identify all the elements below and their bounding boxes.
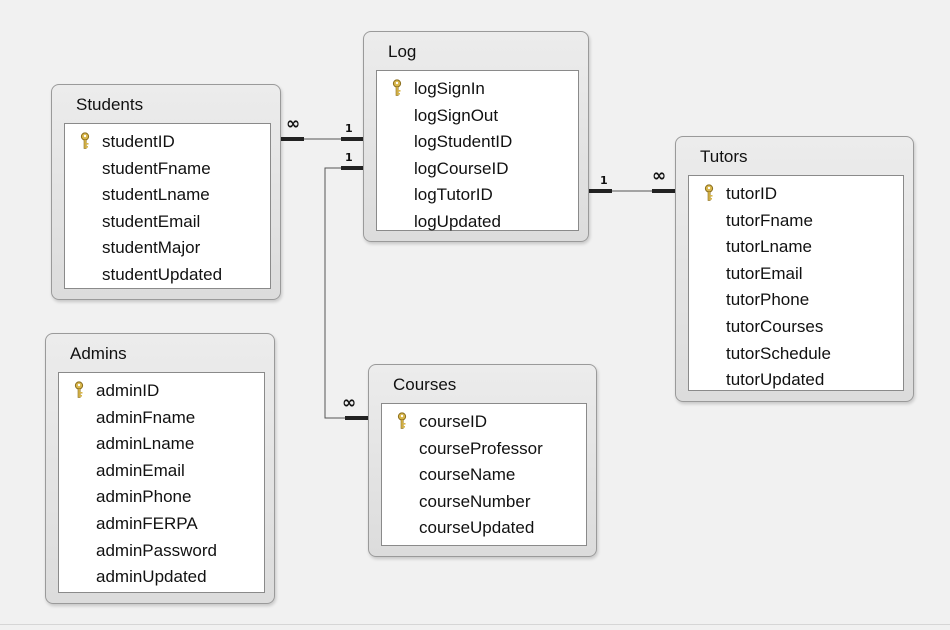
primary-key-icon	[74, 381, 84, 398]
field-name: tutorCourses	[726, 316, 824, 336]
field-row[interactable]: studentMajor	[65, 235, 270, 262]
field-name: adminUpdated	[96, 567, 207, 587]
field-name: logCourseID	[414, 158, 509, 178]
field-name: adminFname	[96, 407, 196, 427]
table-title: Students	[76, 95, 144, 114]
field-name: courseNumber	[419, 491, 531, 511]
field-row[interactable]: tutorUpdated	[689, 367, 903, 394]
field-name: studentFname	[102, 158, 211, 178]
table-tutors[interactable]: Tutors tutorID tutorFname tutorLname tut…	[675, 136, 914, 402]
field-row[interactable]: logTutorID	[377, 182, 578, 209]
field-row[interactable]: tutorCourses	[689, 314, 903, 341]
primary-key-icon	[704, 184, 714, 201]
field-list: adminID adminFname adminLname adminEmail…	[58, 372, 265, 593]
field-name: studentID	[102, 132, 175, 151]
relation-log-courses	[324, 167, 368, 419]
field-name: tutorID	[726, 184, 778, 203]
field-row[interactable]: studentLname	[65, 182, 270, 209]
field-name: courseID	[419, 412, 488, 431]
field-name: adminPhone	[96, 487, 192, 507]
table-title: Tutors	[700, 147, 748, 166]
primary-key-icon	[392, 79, 402, 96]
field-row[interactable]: tutorID	[689, 181, 903, 208]
field-row[interactable]: courseNumber	[382, 489, 586, 516]
field-row[interactable]: adminFERPA	[59, 511, 264, 538]
cardinality-log-one-tutors: 1	[600, 174, 608, 187]
field-row[interactable]: tutorLname	[689, 234, 903, 261]
table-title: Admins	[70, 344, 127, 363]
cardinality-courses-many: ∞	[342, 393, 356, 413]
field-name: courseUpdated	[419, 518, 535, 538]
field-name: adminEmail	[96, 460, 185, 480]
cardinality-tutors-many: ∞	[652, 166, 666, 186]
field-name: logSignIn	[414, 79, 485, 98]
field-row[interactable]: adminPhone	[59, 484, 264, 511]
cardinality-log-one: 1	[345, 122, 353, 135]
cardinality-students-many: ∞	[286, 114, 300, 134]
field-list: tutorID tutorFname tutorLname tutorEmail…	[688, 175, 904, 391]
field-name: tutorLname	[726, 237, 812, 257]
field-name: studentMajor	[102, 238, 201, 258]
table-title: Log	[388, 42, 417, 61]
field-name: logStudentID	[414, 132, 513, 152]
field-name: tutorPhone	[726, 290, 810, 310]
field-name: adminFERPA	[96, 513, 198, 533]
field-name: studentEmail	[102, 211, 201, 231]
field-row[interactable]: logUpdated	[377, 209, 578, 236]
field-name: adminID	[96, 381, 160, 400]
field-row[interactable]: logStudentID	[377, 129, 578, 156]
field-row[interactable]: studentID	[65, 129, 270, 156]
field-list: courseID courseProfessor courseName cour…	[381, 403, 587, 546]
field-row[interactable]: adminLname	[59, 431, 264, 458]
field-name: adminPassword	[96, 540, 217, 560]
bottom-divider	[0, 624, 950, 625]
field-row[interactable]: adminEmail	[59, 458, 264, 485]
field-row[interactable]: logSignOut	[377, 103, 578, 130]
field-name: logUpdated	[414, 211, 501, 231]
field-row[interactable]: adminID	[59, 378, 264, 405]
field-name: adminLname	[96, 434, 195, 454]
field-row[interactable]: adminUpdated	[59, 564, 264, 591]
field-name: tutorEmail	[726, 263, 803, 283]
table-courses[interactable]: Courses courseID courseProfessor courseN…	[368, 364, 597, 557]
field-list: studentID studentFname studentLname stud…	[64, 123, 271, 289]
field-row[interactable]: studentFname	[65, 156, 270, 183]
field-row[interactable]: courseID	[382, 409, 586, 436]
field-name: studentUpdated	[102, 264, 223, 284]
field-row[interactable]: courseUpdated	[382, 515, 586, 542]
field-list: logSignIn logSignOut logStudentID logCou…	[376, 70, 579, 231]
cardinality-log-one-courses: 1	[345, 151, 353, 164]
field-row[interactable]: logCourseID	[377, 156, 578, 183]
field-name: courseName	[419, 465, 516, 485]
primary-key-icon	[397, 412, 407, 429]
field-name: tutorSchedule	[726, 343, 831, 363]
field-name: tutorFname	[726, 210, 813, 230]
field-name: logSignOut	[414, 105, 499, 125]
table-title: Courses	[393, 375, 457, 394]
field-row[interactable]: tutorFname	[689, 208, 903, 235]
field-name: tutorUpdated	[726, 370, 825, 390]
field-row[interactable]: courseProfessor	[382, 436, 586, 463]
table-students[interactable]: Students studentID studentFname studentL…	[51, 84, 281, 300]
field-row[interactable]: adminFname	[59, 405, 264, 432]
field-row[interactable]: tutorPhone	[689, 287, 903, 314]
table-admins[interactable]: Admins adminID adminFname adminLname adm…	[45, 333, 275, 604]
field-name: courseProfessor	[419, 438, 543, 458]
field-name: logTutorID	[414, 185, 493, 205]
field-row[interactable]: studentEmail	[65, 209, 270, 236]
field-row[interactable]: courseName	[382, 462, 586, 489]
table-log[interactable]: Log logSignIn logSignOut logStudentID lo…	[363, 31, 589, 242]
field-row[interactable]: logSignIn	[377, 76, 578, 103]
field-name: studentLname	[102, 185, 210, 205]
field-row[interactable]: studentUpdated	[65, 262, 270, 289]
primary-key-icon	[80, 132, 90, 149]
field-row[interactable]: adminPassword	[59, 538, 264, 565]
field-row[interactable]: tutorEmail	[689, 261, 903, 288]
field-row[interactable]: tutorSchedule	[689, 341, 903, 368]
